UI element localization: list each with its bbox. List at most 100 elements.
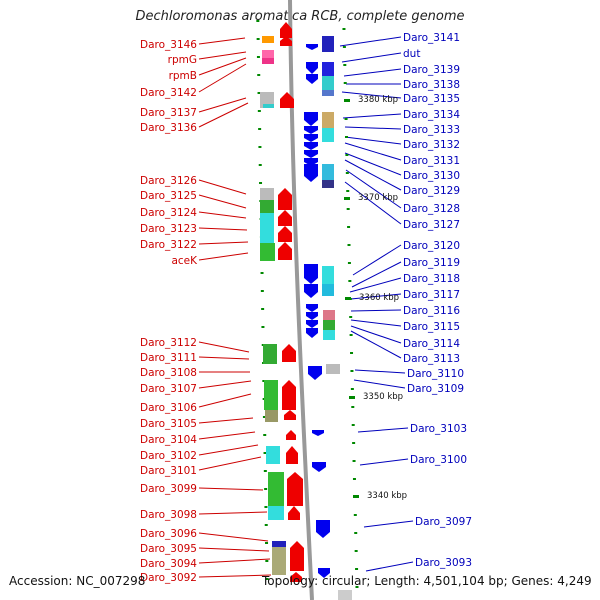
callout-line — [344, 142, 402, 161]
callout-line — [198, 356, 250, 360]
reverse-gene-arrow — [304, 264, 318, 284]
reverse-gene-arrow — [304, 134, 318, 142]
gene-label: Daro_3105 — [140, 418, 197, 430]
callout-line — [198, 179, 247, 195]
gene-label: Daro_3123 — [140, 223, 197, 235]
reverse-gene-arrow — [306, 328, 318, 338]
gene-label: Daro_3093 — [415, 557, 472, 569]
gene-block — [338, 590, 352, 600]
forward-gene-arrow — [278, 210, 292, 226]
scale-label: 3380 kbp — [358, 95, 398, 105]
gene-block — [322, 76, 334, 90]
gene-label: Daro_3100 — [410, 454, 467, 466]
scale-label: 3350 kbp — [363, 392, 403, 402]
forward-gene-arrow — [290, 541, 304, 571]
tick-mark — [265, 542, 269, 544]
gene-block — [262, 36, 274, 43]
forward-gene-arrow — [280, 36, 292, 46]
tick-mark — [257, 92, 261, 94]
tick-mark — [355, 568, 359, 570]
gene-label: rpmG — [168, 54, 197, 66]
gene-label: Daro_3120 — [403, 240, 460, 252]
tick-mark — [351, 424, 355, 426]
map-title: Dechloromonas aromatica RCB, complete ge… — [135, 9, 465, 24]
tick-mark — [262, 380, 266, 382]
gene-block — [322, 62, 334, 76]
gene-label: Daro_3119 — [403, 257, 460, 269]
reverse-gene-arrow — [312, 430, 324, 436]
scale-label: 3370 kbp — [358, 193, 398, 203]
callout-line — [354, 369, 406, 374]
gene-features — [260, 22, 352, 600]
scale-label: 3340 kbp — [367, 491, 407, 501]
tick-mark — [263, 470, 267, 472]
gene-block — [322, 36, 334, 52]
gene-block — [322, 112, 334, 128]
callout-line — [198, 252, 249, 261]
reverse-gene-arrow — [306, 62, 318, 74]
gene-block — [263, 344, 277, 364]
tick-mark — [260, 290, 264, 292]
gene-label: Daro_3135 — [403, 93, 460, 105]
callout-line — [198, 547, 270, 552]
gene-block — [326, 364, 340, 374]
gene-label: Daro_3112 — [140, 337, 197, 349]
scale-tick — [345, 297, 351, 300]
gene-label: Daro_3113 — [403, 353, 460, 365]
callout-line — [198, 37, 246, 45]
gene-label: Daro_3146 — [140, 39, 197, 51]
gene-label: Daro_3133 — [403, 124, 460, 136]
gene-label: rpmB — [169, 70, 197, 82]
tick-mark — [345, 172, 349, 174]
tick-mark — [342, 46, 346, 48]
callout-line — [350, 330, 402, 359]
gene-block — [260, 243, 275, 261]
tick-mark — [264, 506, 268, 508]
callout-line — [341, 52, 402, 63]
tick-mark — [263, 434, 267, 436]
tick-mark — [348, 280, 352, 282]
gene-block — [260, 188, 274, 200]
gene-label: Daro_3142 — [140, 87, 197, 99]
gene-block — [322, 90, 334, 96]
gene-label: Daro_3096 — [140, 528, 197, 540]
tick-mark — [352, 478, 356, 480]
callout-line — [344, 159, 402, 191]
gene-block — [265, 410, 278, 422]
tick-mark — [344, 100, 348, 102]
callout-line — [198, 211, 247, 219]
gene-label: Daro_3122 — [140, 239, 197, 251]
gene-label: Daro_3126 — [140, 175, 197, 187]
gene-label: Daro_3111 — [140, 352, 197, 364]
gene-block — [323, 330, 335, 340]
tick-mark — [354, 532, 358, 534]
gene-block — [323, 320, 335, 330]
tick-mark — [257, 74, 261, 76]
callout-line — [198, 417, 254, 424]
callout-line — [198, 456, 262, 471]
tick-mark — [344, 118, 348, 120]
reverse-gene-arrow — [306, 312, 318, 320]
callout-line — [344, 136, 402, 145]
gene-block — [272, 547, 286, 575]
gene-label: Daro_3104 — [140, 434, 197, 446]
callout-line — [345, 169, 402, 209]
gene-labels: Daro_3146rpmGrpmBDaro_3142Daro_3137Daro_… — [140, 32, 472, 584]
gene-label: Daro_3132 — [403, 139, 460, 151]
forward-gene-arrow — [282, 380, 296, 410]
gene-label: Daro_3106 — [140, 402, 197, 414]
gene-block — [268, 472, 284, 506]
gene-label: Daro_3139 — [403, 64, 460, 76]
reverse-gene-arrow — [306, 74, 318, 84]
reverse-gene-arrow — [312, 462, 326, 472]
tick-mark — [262, 416, 266, 418]
gene-label: Daro_3128 — [403, 203, 460, 215]
callout-line — [359, 458, 409, 466]
reverse-gene-arrow — [308, 366, 322, 380]
tick-mark — [350, 370, 354, 372]
callout-line — [198, 444, 259, 456]
callout-line — [198, 57, 247, 76]
tick-mark — [354, 550, 358, 552]
gene-label: Daro_3136 — [140, 122, 197, 134]
gene-label: dut — [403, 48, 420, 60]
